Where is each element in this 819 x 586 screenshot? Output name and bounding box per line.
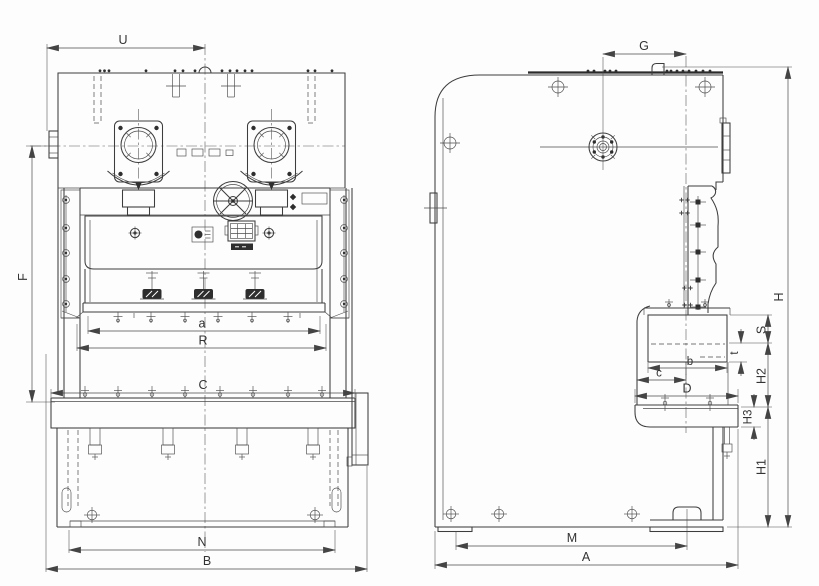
anchor-slot [331,487,342,513]
pedestal-bolt [721,427,733,459]
handwheel[interactable] [212,180,254,222]
dim-label-b: b [687,356,693,368]
dim-label-G: G [639,39,649,53]
ram-slide [84,215,323,303]
side-top-bolts [586,69,712,73]
side-ram [679,185,719,315]
punch-clamps [140,271,267,300]
top-bracket-right [221,74,241,98]
dim-label-t: t [729,351,741,355]
rear-guide-strip [719,117,731,174]
marker-diamond [289,193,297,201]
anchor-slot [61,487,72,513]
dim-label-c: c [656,368,662,380]
foot-lug [672,506,702,520]
dim-label-H2: H2 [755,368,769,384]
side-view: G H S t H2 H3 H1 b c D M [424,39,792,569]
table-support-screws [88,427,320,460]
side-outline [424,62,731,533]
dim-label-H1: H1 [755,459,769,475]
center-junction-boxes [176,148,234,157]
crown-hidden-slot-right [307,76,316,124]
crown-top-bolts [98,69,334,73]
dim-label-D: D [682,382,691,396]
dim-label-H3: H3 [743,410,755,425]
rear-trunnion [424,192,447,224]
hydraulic-cylinder-left [106,108,171,216]
support-screw [306,427,320,460]
side-attachment-box [346,392,369,467]
marker-diamond [289,203,297,211]
front-crown [48,66,346,189]
dim-label-a: a [199,317,206,331]
left-trunnion [48,130,59,159]
side-plate-holes [440,77,715,153]
dim-label-S: S [755,326,769,334]
top-bracket-left [166,74,186,98]
support-screw [88,427,102,460]
die-rail [75,302,333,323]
crown-hidden-slot-left [93,76,102,124]
throat-front-edge [636,305,651,405]
guide-column-right [329,188,353,398]
side-punch-block [643,299,731,375]
dim-label-U: U [118,33,127,47]
side-pedestal [443,427,733,522]
hub-flange [540,132,718,162]
dim-label-R: R [198,334,207,348]
support-screw [161,427,175,460]
dim-label-C: C [198,378,207,392]
guide-column-left [57,188,81,398]
adjust-marks [679,197,693,308]
support-screw [235,427,249,460]
ram-guide-bolts [690,199,706,310]
anchor-hole [307,507,323,523]
clamp [243,271,267,300]
front-centerlines [30,44,345,552]
die-screws [113,312,301,323]
clamp [140,271,164,300]
front-view: U F a R C N B [16,33,369,573]
front-base [56,428,349,528]
top-terminal-block [651,62,665,75]
dim-label-M: M [567,531,577,545]
front-dimensions: U F a R C N B [16,33,369,573]
ram-bolt-left [128,226,142,240]
dim-label-H: H [772,292,786,301]
lifting-eye [198,66,212,74]
dim-label-B: B [203,554,211,568]
side-dimensions: G H S t H2 H3 H1 b c D M [433,39,792,569]
control-box[interactable] [224,220,259,250]
control-plate [191,226,214,243]
ram-bolt-right [262,226,276,240]
dim-label-N: N [197,535,206,549]
base-anchor-holes [443,506,640,522]
anchor-hole [84,507,100,523]
dim-label-A: A [582,550,591,564]
clamp [191,271,216,300]
dim-label-F: F [16,273,30,281]
ram-top-beam [80,187,330,216]
